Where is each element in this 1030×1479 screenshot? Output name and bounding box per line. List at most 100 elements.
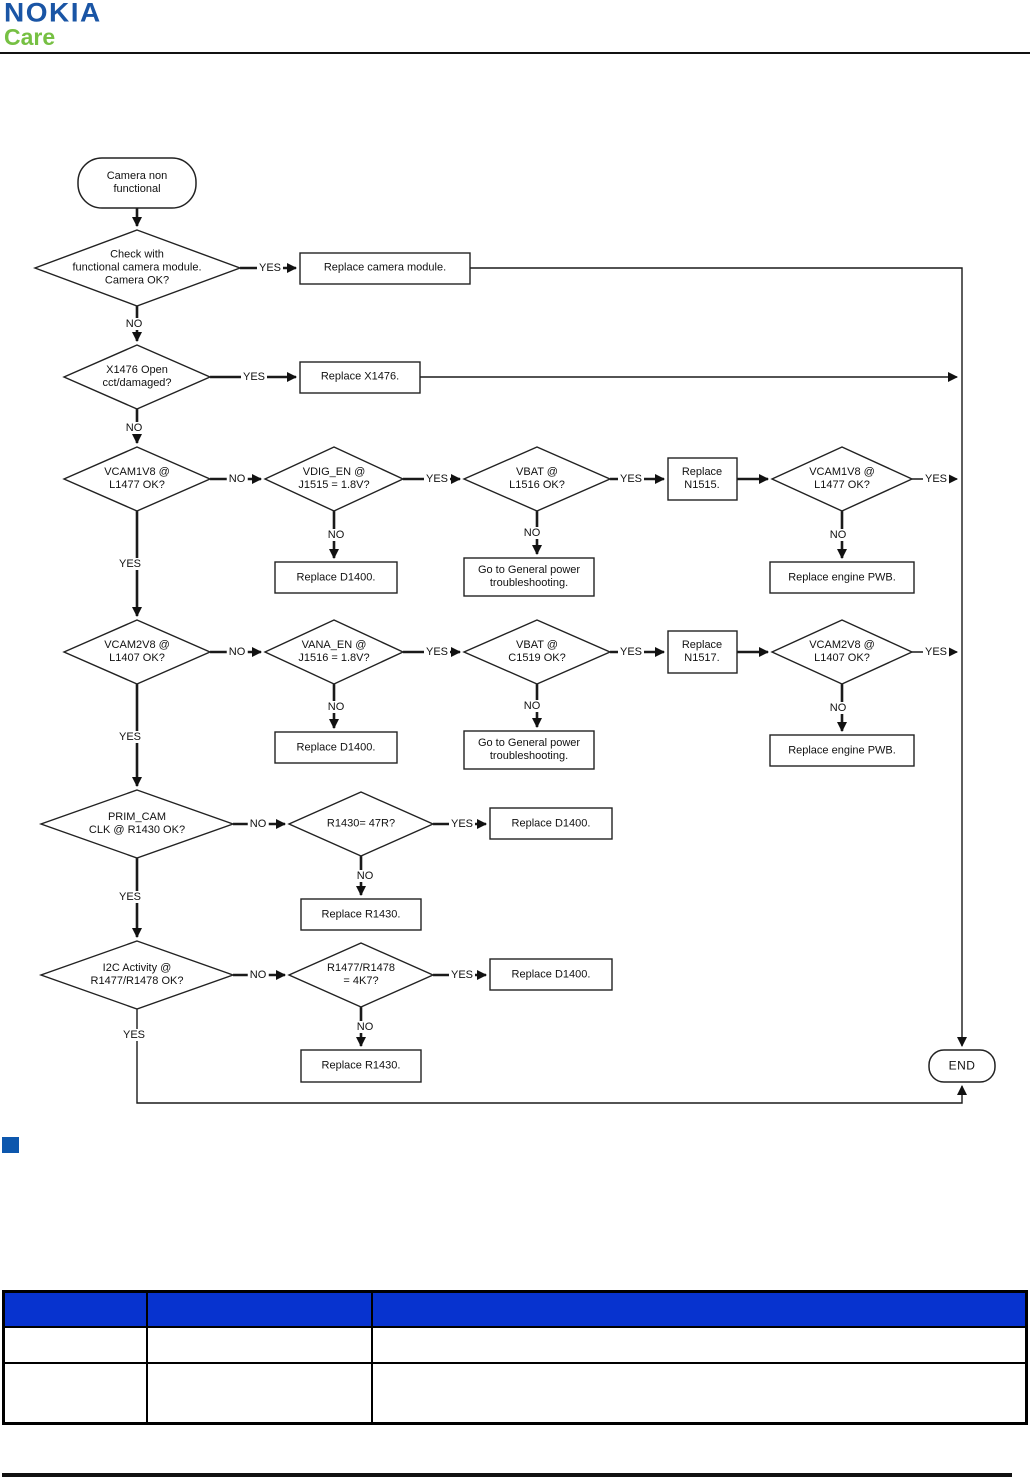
end-terminator-shape xyxy=(928,1049,996,1083)
edge-label-yes: YES xyxy=(423,473,451,485)
decision-vcam1v8-recheck: VCAM1V8 @ L1477 OK? xyxy=(809,466,875,491)
care-logo: Care xyxy=(4,24,56,50)
process-box-replace-d1400-1 xyxy=(274,561,398,594)
edge-label-yes: YES xyxy=(240,371,268,383)
edge-label-yes: YES xyxy=(116,891,144,903)
decision-diamond-x1476 xyxy=(62,344,212,410)
decision-vana-en: VANA_EN @ J1516 = 1.8V? xyxy=(298,639,370,664)
table-header-row xyxy=(2,1290,1028,1328)
connector xyxy=(136,1009,967,1104)
process-power-troubleshooting-1: Go to General power troubleshooting. xyxy=(477,564,581,589)
edge-label-yes: YES xyxy=(617,473,645,485)
footer-divider xyxy=(2,1473,1012,1477)
edge-label-no: NO xyxy=(325,529,347,541)
decision-diamond-vana-en xyxy=(263,619,405,685)
process-power-troubleshooting-2: Go to General power troubleshooting. xyxy=(477,737,581,762)
decision-diamond-vcam1v8 xyxy=(62,446,212,512)
table-row xyxy=(2,1362,1028,1425)
decision-vdig-en: VDIG_EN @ J1515 = 1.8V? xyxy=(298,466,370,491)
process-replace-d1400-3: Replace D1400. xyxy=(511,817,591,830)
process-replace-pwb-1: Replace engine PWB. xyxy=(788,571,896,584)
edge-label-no: NO xyxy=(827,702,849,714)
decision-x1476: X1476 Open cct/damaged? xyxy=(102,364,172,389)
edge-label-yes: YES xyxy=(256,262,284,274)
table-cell xyxy=(2,1362,148,1425)
table-header-cell xyxy=(145,1290,373,1328)
process-box-replace-r1430-2 xyxy=(300,1049,422,1083)
process-box-replace-d1400-2 xyxy=(274,731,398,764)
process-box-replace-x1476 xyxy=(299,361,421,394)
process-replace-pwb-2: Replace engine PWB. xyxy=(788,744,896,757)
decision-diamond-r1477-value xyxy=(287,942,435,1008)
start-terminator: Camera non functional xyxy=(106,170,168,195)
edge-label-yes: YES xyxy=(617,646,645,658)
process-box-replace-camera xyxy=(299,252,471,285)
edge-label-no: NO xyxy=(354,1021,376,1033)
edge-label-no: NO xyxy=(521,700,543,712)
process-box-power-troubleshooting-2 xyxy=(463,730,595,770)
edge-label-yes: YES xyxy=(448,818,476,830)
table-cell xyxy=(370,1326,1028,1364)
decision-diamond-vbat-c1519 xyxy=(462,619,612,685)
decision-r1477-value: R1477/R1478 = 4K7? xyxy=(327,962,395,987)
nokia-logo: NOKIA xyxy=(4,0,102,28)
edge-label-yes: YES xyxy=(120,1029,148,1041)
decision-vcam2v8: VCAM2V8 @ L1407 OK? xyxy=(104,639,170,664)
edge-label-no: NO xyxy=(325,701,347,713)
section-heading-bullet xyxy=(2,1137,19,1153)
table-cell xyxy=(145,1326,373,1364)
edge-label-yes: YES xyxy=(448,969,476,981)
header-divider xyxy=(0,52,1030,54)
table-row xyxy=(2,1326,1028,1364)
edge-label-no: NO xyxy=(123,318,145,330)
decision-diamond-prim-cam-clk xyxy=(38,789,236,859)
process-box-replace-n1517 xyxy=(667,630,738,674)
process-replace-d1400-4: Replace D1400. xyxy=(511,968,591,981)
edge-label-no: NO xyxy=(226,646,248,658)
process-box-replace-d1400-4 xyxy=(489,958,613,991)
decision-diamond-vcam2v8-recheck xyxy=(770,619,914,685)
process-replace-x1476: Replace X1476. xyxy=(320,370,400,383)
decision-prim-cam-clk: PRIM_CAM CLK @ R1430 OK? xyxy=(88,811,186,836)
process-replace-n1517: Replace N1517. xyxy=(681,639,723,664)
process-replace-d1400-1: Replace D1400. xyxy=(296,571,376,584)
table-cell xyxy=(2,1326,148,1364)
table-cell xyxy=(145,1362,373,1425)
edge-label-no: NO xyxy=(354,870,376,882)
edge-label-no: NO xyxy=(827,529,849,541)
process-replace-camera: Replace camera module. xyxy=(323,261,447,274)
process-box-replace-pwb-2 xyxy=(769,734,915,767)
decision-diamond-vbat-l1516 xyxy=(462,446,612,512)
decision-check-camera: Check with functional camera module. Cam… xyxy=(72,248,202,287)
process-replace-d1400-2: Replace D1400. xyxy=(296,741,376,754)
decision-diamond-vcam2v8 xyxy=(62,619,212,685)
edge-label-yes: YES xyxy=(922,473,950,485)
process-replace-r1430-2: Replace R1430. xyxy=(321,1059,401,1072)
end-terminator: END xyxy=(948,1058,976,1073)
decision-i2c-activity: I2C Activity @ R1477/R1478 OK? xyxy=(90,962,184,987)
decision-r1430-value: R1430= 47R? xyxy=(326,817,396,830)
decision-vcam2v8-recheck: VCAM2V8 @ L1407 OK? xyxy=(809,639,875,664)
connector xyxy=(470,267,967,1047)
process-box-power-troubleshooting-1 xyxy=(463,557,595,597)
edge-label-no: NO xyxy=(247,969,269,981)
process-box-replace-pwb-1 xyxy=(769,561,915,594)
decision-diamond-check-camera xyxy=(32,229,243,307)
bottom-table xyxy=(2,1290,1028,1425)
process-replace-r1430-1: Replace R1430. xyxy=(321,908,401,921)
process-box-replace-r1430-1 xyxy=(300,898,422,931)
process-box-replace-d1400-3 xyxy=(489,807,613,840)
process-replace-n1515: Replace N1515. xyxy=(681,466,723,491)
edge-label-yes: YES xyxy=(423,646,451,658)
edge-label-yes: YES xyxy=(116,558,144,570)
table-header-cell xyxy=(370,1290,1028,1328)
table-header-cell xyxy=(2,1290,148,1328)
decision-vbat-c1519: VBAT @ C1519 OK? xyxy=(508,639,566,664)
edge-label-no: NO xyxy=(226,473,248,485)
edge-label-no: NO xyxy=(521,527,543,539)
decision-vcam1v8: VCAM1V8 @ L1477 OK? xyxy=(104,466,170,491)
start-terminator-shape xyxy=(77,157,197,209)
